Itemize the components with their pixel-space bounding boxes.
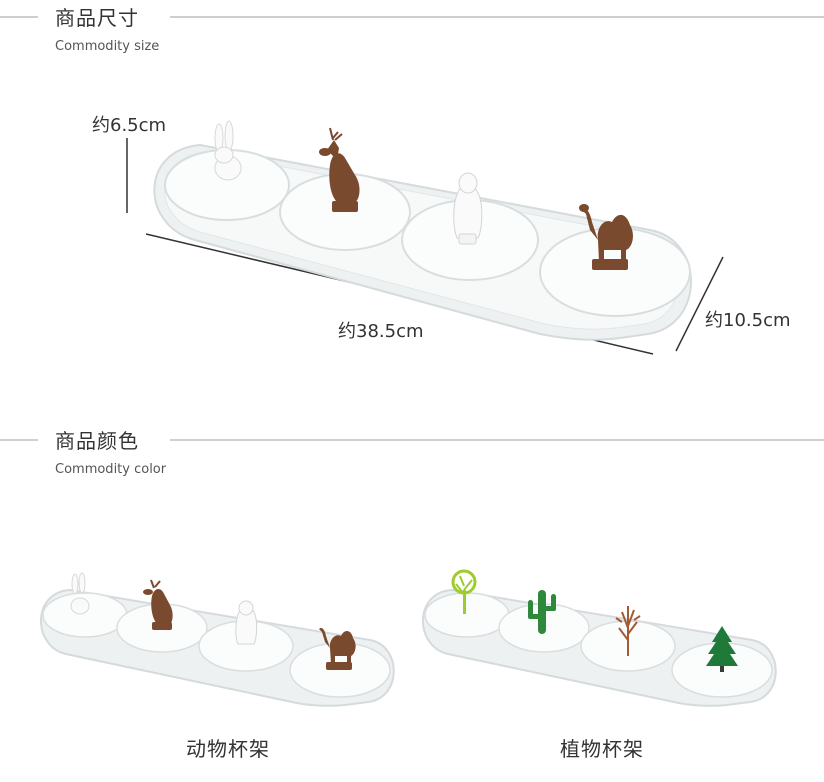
width-dimension-label: 约10.5cm — [705, 310, 791, 331]
cactus-figure — [528, 590, 556, 634]
plant-variant-label: 植物杯架 — [560, 737, 644, 761]
tray-body — [153, 143, 692, 341]
size-section-title: 商品尺寸 — [55, 6, 139, 30]
section-rule-left — [0, 16, 38, 18]
width-dimension-line — [675, 256, 724, 352]
camel-figure — [579, 204, 633, 270]
pine-tree-figure — [706, 626, 738, 672]
section-rule-right — [170, 16, 824, 18]
animal-variant-label: 动物杯架 — [186, 737, 270, 761]
section-rule-left — [0, 439, 38, 441]
camel-figure — [319, 627, 356, 670]
color-section-title: 商品颜色 — [55, 429, 139, 453]
tree-figure — [451, 569, 477, 614]
height-dimension-label: 约6.5cm — [92, 115, 167, 136]
tray-illustration-large — [126, 120, 724, 355]
section-rule-right — [170, 439, 824, 441]
deer-figure — [319, 127, 360, 212]
plant-tray-illustration — [422, 569, 777, 707]
size-section-subtitle: Commodity size — [55, 39, 160, 54]
bear-figure — [235, 600, 258, 645]
animal-tray-illustration — [40, 572, 395, 707]
bare-tree-figure — [615, 606, 641, 656]
length-dimension-label: 约38.5cm — [338, 321, 424, 342]
rabbit-figure — [214, 120, 242, 181]
deer-figure — [143, 579, 173, 630]
rabbit-figure — [70, 572, 90, 615]
bear-figure — [453, 172, 483, 245]
color-section-subtitle: Commodity color — [55, 462, 167, 477]
